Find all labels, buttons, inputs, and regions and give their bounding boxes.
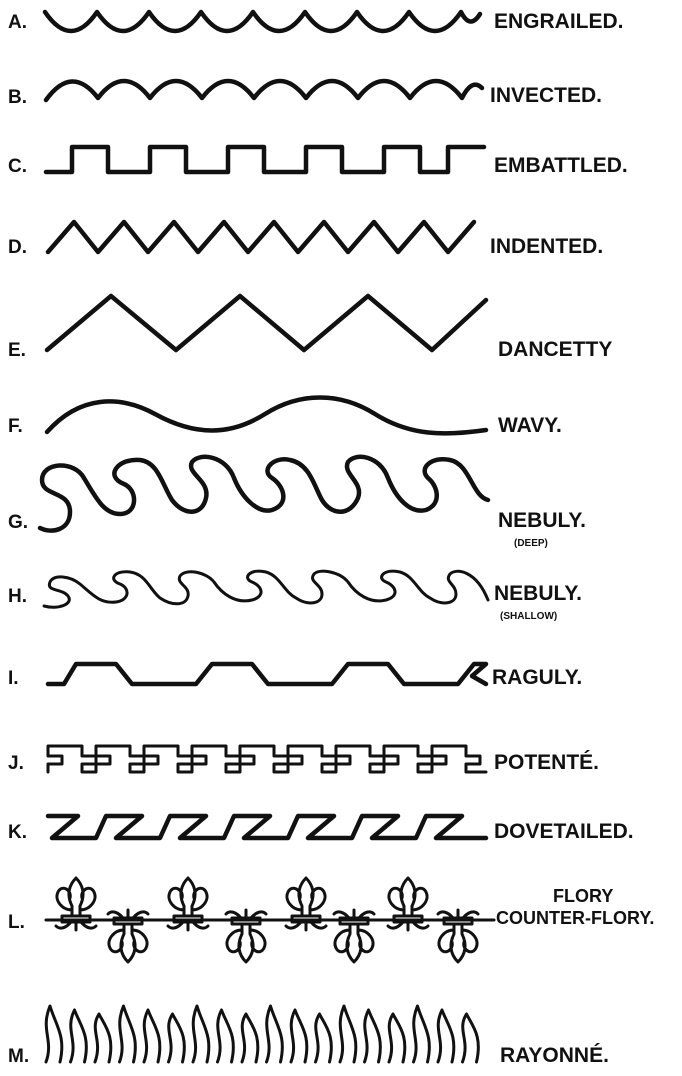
fleur-de-lis-icon: [226, 910, 266, 962]
row-name: INVECTED.: [490, 84, 602, 107]
rayonne-flames: [46, 1006, 478, 1062]
wavy-line: [47, 398, 486, 434]
row-note: (DEEP): [514, 538, 548, 549]
rayonne-flame-path: [46, 1006, 478, 1062]
row-name: DANCETTY: [498, 338, 612, 361]
indented-line: [48, 222, 474, 252]
invected-line: [46, 81, 482, 100]
row-name: ENGRAILED.: [494, 10, 624, 33]
row-note: (SHALLOW): [500, 611, 557, 622]
row-letter: D.: [8, 237, 27, 258]
row-letter: K.: [8, 822, 27, 843]
row-invected: B. INVECTED.: [8, 81, 602, 108]
fleur-de-lis-icon: [438, 910, 478, 962]
row-letter: A.: [8, 12, 27, 33]
embattled-line: [46, 147, 484, 172]
row-name: FLORY: [553, 886, 613, 906]
fleur-de-lis-icon: [388, 878, 428, 930]
row-indented: D. INDENTED.: [8, 222, 603, 258]
fleur-de-lis-icon: [286, 878, 326, 930]
nebuly-shallow-line: [44, 571, 488, 607]
row-flory: L. FLORY COUNTER-FLORY.: [8, 878, 654, 962]
row-name: NEBULY.: [494, 582, 582, 605]
row-name: POTENTÉ.: [494, 751, 599, 774]
row-wavy: F. WAVY.: [8, 398, 562, 438]
row-letter: M.: [8, 1046, 29, 1067]
row-letter: C.: [8, 156, 27, 177]
row-embattled: C. EMBATTLED.: [8, 147, 628, 177]
row-nebuly-deep: G. NEBULY. (DEEP): [8, 457, 586, 549]
fleur-de-lis-icon: [334, 910, 374, 962]
row-letter: I.: [8, 668, 19, 689]
row-name: NEBULY.: [498, 509, 586, 532]
row-dancetty: E. DANCETTY: [8, 296, 612, 361]
row-letter: B.: [8, 87, 27, 108]
row-dovetailed: K. DOVETAILED.: [8, 816, 634, 843]
potente-line: [48, 746, 486, 772]
row-letter: F.: [8, 416, 23, 437]
row-letter: J.: [8, 753, 24, 774]
row-name: RAGULY.: [492, 666, 582, 689]
row-raguly: I. RAGULY.: [8, 664, 582, 689]
row-potente: J. POTENTÉ.: [8, 746, 599, 774]
row-letter: E.: [8, 340, 26, 361]
row-name: EMBATTLED.: [494, 154, 628, 177]
dovetailed-line: [48, 816, 486, 838]
nebuly-deep-line: [40, 457, 488, 531]
fleur-de-lis-icon: [108, 910, 148, 962]
row-name: INDENTED.: [490, 235, 603, 258]
row-nebuly-shallow: H. NEBULY. (SHALLOW): [8, 571, 582, 622]
fleur-de-lis-icon: [56, 878, 96, 930]
row-name: WAVY.: [498, 414, 562, 437]
dancetty-line: [47, 296, 486, 350]
row-letter: G.: [8, 512, 28, 533]
row-letter: L.: [8, 912, 25, 933]
row-engrailed: A. ENGRAILED.: [8, 10, 624, 33]
engrailed-line: [45, 12, 480, 31]
row-name: RAYONNÉ.: [500, 1044, 609, 1067]
row-name: DOVETAILED.: [494, 820, 634, 843]
row-letter: H.: [8, 586, 27, 607]
fleur-de-lis-icon: [168, 878, 208, 930]
raguly-line: [48, 664, 486, 684]
row-name-2: COUNTER-FLORY.: [496, 908, 654, 928]
row-rayonne: M. RAYONNÉ.: [8, 1006, 609, 1067]
